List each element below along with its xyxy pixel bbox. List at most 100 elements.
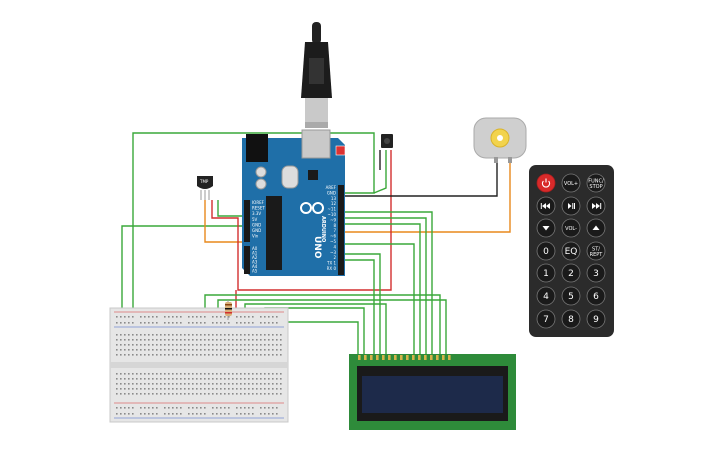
- pin-label: AREF: [326, 185, 337, 190]
- rewind-icon: [540, 203, 550, 209]
- eq-button-face[interactable]: [561, 241, 581, 261]
- usb-cable-cord: [312, 22, 321, 44]
- breadboard[interactable]: [109, 307, 289, 423]
- digit-7-button[interactable]: 7: [536, 309, 556, 329]
- wire-green[interactable]: [345, 243, 415, 355]
- pin-label: RESET: [252, 206, 265, 211]
- wire-green[interactable]: [345, 259, 375, 355]
- fast-forward-button[interactable]: [586, 196, 606, 216]
- resistor[interactable]: [225, 300, 232, 320]
- digit-0-button-face[interactable]: [536, 241, 556, 261]
- pin-label: ~10: [328, 212, 337, 217]
- func-stop-button-label: STOP: [589, 184, 602, 190]
- rewind-button[interactable]: [536, 196, 556, 216]
- vol-down-button[interactable]: VOL-: [561, 218, 581, 238]
- up-button[interactable]: [586, 218, 606, 238]
- digit-8-button[interactable]: 8: [561, 309, 581, 329]
- digit-2-button-face[interactable]: [561, 263, 581, 283]
- digit-3-button-face[interactable]: [586, 263, 606, 283]
- pin-label: 13: [331, 196, 337, 201]
- resistor-band: [225, 312, 232, 314]
- analog-header: [244, 246, 250, 274]
- wire-green[interactable]: [373, 150, 387, 194]
- wire-green[interactable]: [132, 132, 375, 313]
- wire-green[interactable]: [280, 321, 359, 355]
- digit-3-button-label: 3: [593, 269, 599, 279]
- ir-receiver[interactable]: [381, 134, 393, 148]
- eq-button[interactable]: EQ: [561, 241, 581, 261]
- digit-4-button-face[interactable]: [536, 286, 556, 306]
- digit-9-button-face[interactable]: [586, 309, 606, 329]
- down-button[interactable]: [536, 218, 556, 238]
- wire-green[interactable]: [204, 294, 441, 355]
- vol-down-button-face[interactable]: [561, 218, 581, 238]
- func-stop-button[interactable]: FUNC/STOP: [586, 173, 606, 193]
- lcd-16x2[interactable]: [349, 354, 516, 430]
- resistor-band: [225, 308, 232, 310]
- wire-red[interactable]: [211, 150, 392, 291]
- play-pause-icon: [568, 203, 575, 209]
- temperature-sensor-label: TMP: [199, 179, 209, 184]
- power-button-face[interactable]: [536, 173, 556, 193]
- wire-orange[interactable]: [345, 162, 511, 233]
- wire-green[interactable]: [121, 225, 245, 313]
- wire-green[interactable]: [217, 200, 245, 217]
- pin-label: TX 1: [326, 261, 336, 266]
- resistor-band: [225, 304, 232, 306]
- play-pause-button[interactable]: [561, 196, 581, 216]
- wire-green[interactable]: [345, 253, 381, 355]
- digit-8-button-face[interactable]: [561, 309, 581, 329]
- small-chip: [308, 170, 318, 180]
- digit-3-button[interactable]: 3: [586, 263, 606, 283]
- reset-button[interactable]: [335, 145, 346, 156]
- dc-motor[interactable]: [473, 117, 527, 163]
- dc-power-jack: [246, 134, 268, 162]
- pin-label: IOREF: [252, 200, 265, 205]
- vol-up-button[interactable]: VOL+: [561, 173, 581, 193]
- wire-green[interactable]: [345, 211, 433, 355]
- digit-6-button-face[interactable]: [586, 286, 606, 306]
- st-rept-button[interactable]: ST/REPT: [586, 241, 606, 261]
- pin-label: ~5: [330, 239, 336, 244]
- wire-green[interactable]: [217, 299, 447, 355]
- digit-0-button-label: 0: [543, 247, 549, 257]
- digit-4-button[interactable]: 4: [536, 286, 556, 306]
- ir-receiver-lens: [384, 138, 390, 144]
- digit-2-button[interactable]: 2: [561, 263, 581, 283]
- func-stop-button-face[interactable]: [586, 173, 606, 193]
- digit-5-button-face[interactable]: [561, 286, 581, 306]
- wire-green[interactable]: [345, 217, 427, 355]
- wire-green[interactable]: [345, 223, 421, 355]
- pin-label: 8: [333, 223, 336, 228]
- eq-button-label: EQ: [565, 247, 578, 257]
- wire-orange[interactable]: [204, 200, 250, 243]
- temperature-sensor-body[interactable]: [197, 176, 213, 189]
- digit-5-button[interactable]: 5: [561, 286, 581, 306]
- wires: [121, 132, 511, 355]
- vol-up-button-face[interactable]: [561, 173, 581, 193]
- digit-9-button[interactable]: 9: [586, 309, 606, 329]
- digit-5-button-label: 5: [568, 292, 574, 302]
- digit-7-button-face[interactable]: [536, 309, 556, 329]
- usb-plug-metal: [305, 98, 328, 128]
- pin-label: Vin: [252, 234, 259, 239]
- digit-1-button[interactable]: 1: [536, 263, 556, 283]
- usb-cable: [301, 22, 332, 128]
- digit-1-button-face[interactable]: [536, 263, 556, 283]
- atmega-chip: [266, 196, 282, 270]
- digit-2-button-label: 2: [568, 269, 574, 279]
- lcd-pins: [358, 355, 451, 360]
- lcd-screen: [362, 376, 503, 413]
- digit-0-button[interactable]: 0: [536, 241, 556, 261]
- digit-6-button[interactable]: 6: [586, 286, 606, 306]
- pin-label: GND: [252, 228, 261, 233]
- temperature-sensor[interactable]: TMP: [197, 176, 213, 200]
- power-button[interactable]: [536, 173, 556, 193]
- arduino-logo-icon: [300, 202, 324, 214]
- wire-black[interactable]: [345, 162, 498, 197]
- pin-label: 7: [333, 228, 336, 233]
- st-rept-button-face[interactable]: [586, 241, 606, 261]
